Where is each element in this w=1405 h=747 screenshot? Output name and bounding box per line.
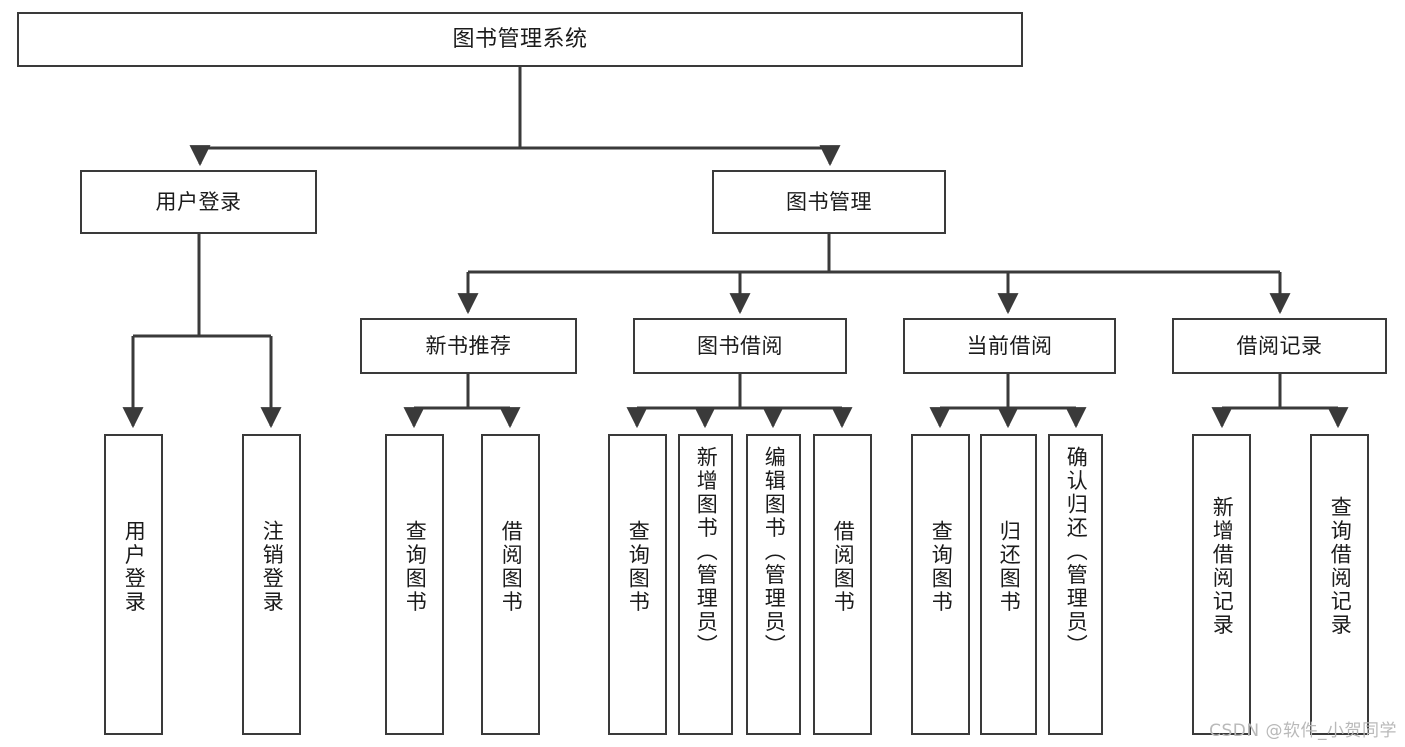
node-borrow-record[interactable]: 借阅记录 [1172, 318, 1387, 374]
node-user-login[interactable]: 用户登录 [80, 170, 317, 234]
csdn-watermark: CSDN @软件_小贺同学 [1209, 721, 1397, 741]
node-current-borrow-label: 当前借阅 [966, 333, 1053, 358]
node-leaf-add-book[interactable]: 新增图书（管理员） [678, 434, 733, 735]
node-leaf-query-book-2-label: 查询图书 [626, 520, 651, 614]
node-new-book-recommend[interactable]: 新书推荐 [360, 318, 577, 374]
node-current-borrow[interactable]: 当前借阅 [903, 318, 1116, 374]
node-leaf-return-book[interactable]: 归还图书 [980, 434, 1037, 735]
node-leaf-query-book-2[interactable]: 查询图书 [608, 434, 667, 735]
node-root-label: 图书管理系统 [452, 26, 588, 52]
node-leaf-confirm-return[interactable]: 确认归还（管理员） [1048, 434, 1103, 735]
node-user-login-label: 用户登录 [155, 189, 242, 214]
node-leaf-user-login[interactable]: 用户登录 [104, 434, 163, 735]
node-leaf-borrow-book-2-label: 借阅图书 [831, 520, 856, 614]
node-new-book-recommend-label: 新书推荐 [425, 333, 512, 358]
node-leaf-logout[interactable]: 注销登录 [242, 434, 301, 735]
node-leaf-query-book-1[interactable]: 查询图书 [385, 434, 444, 735]
node-leaf-query-record-label: 查询借阅记录 [1328, 496, 1353, 637]
node-leaf-return-book-label: 归还图书 [997, 520, 1022, 614]
node-borrow-record-label: 借阅记录 [1236, 333, 1323, 358]
node-book-borrow-label: 图书借阅 [697, 333, 783, 358]
node-leaf-query-book-1-label: 查询图书 [403, 520, 428, 614]
node-leaf-logout-label: 注销登录 [260, 520, 285, 614]
node-leaf-query-book-3-label: 查询图书 [929, 520, 954, 614]
node-leaf-query-book-3[interactable]: 查询图书 [911, 434, 970, 735]
node-leaf-borrow-book-1[interactable]: 借阅图书 [481, 434, 540, 735]
node-leaf-borrow-book-1-label: 借阅图书 [499, 520, 524, 614]
node-book-manage-label: 图书管理 [786, 189, 872, 214]
node-leaf-borrow-book-2[interactable]: 借阅图书 [813, 434, 872, 735]
node-leaf-add-record[interactable]: 新增借阅记录 [1192, 434, 1251, 735]
node-book-borrow[interactable]: 图书借阅 [633, 318, 847, 374]
node-leaf-edit-book-label: 编辑图书（管理员） [762, 446, 787, 658]
node-leaf-add-record-label: 新增借阅记录 [1210, 496, 1235, 637]
node-leaf-edit-book[interactable]: 编辑图书（管理员） [746, 434, 801, 735]
node-leaf-confirm-return-label: 确认归还（管理员） [1064, 446, 1089, 658]
node-leaf-query-record[interactable]: 查询借阅记录 [1310, 434, 1369, 735]
node-book-manage[interactable]: 图书管理 [712, 170, 946, 234]
node-root[interactable]: 图书管理系统 [17, 12, 1023, 67]
node-leaf-user-login-label: 用户登录 [122, 520, 147, 614]
node-leaf-add-book-label: 新增图书（管理员） [694, 446, 719, 658]
